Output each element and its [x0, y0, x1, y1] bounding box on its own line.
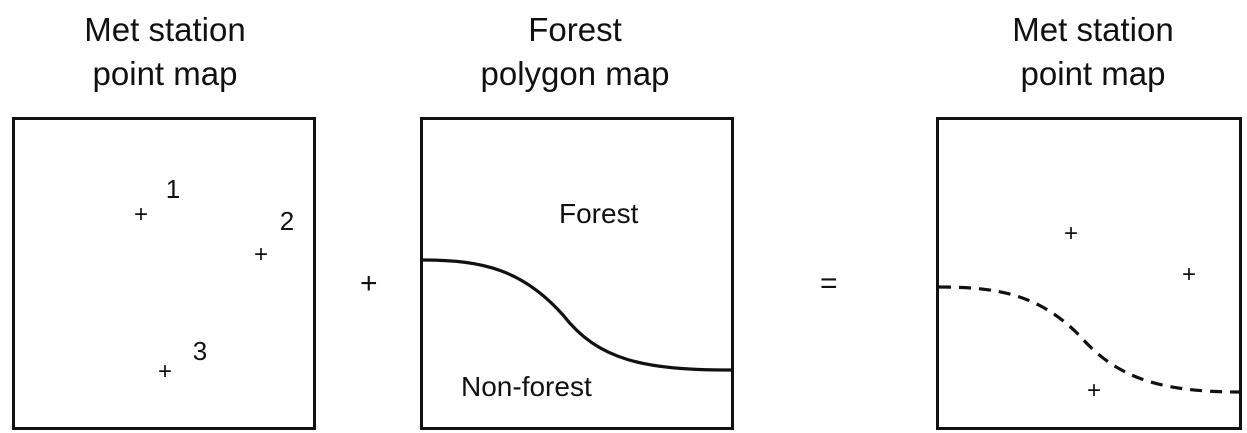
- panel-1-title-line2: point map: [92, 55, 238, 92]
- met-station-point-map: + 1 + 2 + 3: [134, 174, 294, 385]
- panel-2-title-line2: polygon map: [480, 55, 670, 92]
- panel-3-title-line2: point map: [1020, 55, 1166, 92]
- forest-polygon-map: Forest Non-forest: [422, 198, 732, 402]
- panel-3-title-line1: Met station: [1012, 11, 1174, 48]
- station-label-2: 2: [280, 206, 294, 236]
- result-station-marker-1: +: [1064, 220, 1078, 247]
- forest-boundary-dashed-line: [938, 285, 1240, 394]
- result-point-map-panel: + + +: [936, 117, 1242, 430]
- station-marker-2: +: [254, 241, 268, 268]
- equals-operator: =: [820, 267, 838, 300]
- non-forest-region-label: Non-forest: [461, 371, 592, 402]
- station-marker-3: +: [158, 358, 172, 385]
- forest-polygon-map-panel: Forest Non-forest: [420, 117, 734, 430]
- met-station-point-map-panel: + 1 + 2 + 3: [12, 117, 316, 430]
- panel-3-title: Met station point map: [958, 8, 1228, 96]
- result-station-marker-2: +: [1182, 261, 1196, 288]
- result-station-marker-3: +: [1087, 377, 1101, 404]
- panel-2-title-line1: Forest: [528, 11, 622, 48]
- station-label-1: 1: [166, 174, 180, 204]
- panel-1-title-line1: Met station: [84, 11, 246, 48]
- forest-boundary-line: [422, 258, 732, 372]
- plus-operator: +: [360, 267, 378, 300]
- panel-2-title: Forest polygon map: [440, 8, 710, 96]
- forest-region-label: Forest: [559, 198, 639, 229]
- station-label-3: 3: [193, 336, 207, 366]
- station-marker-1: +: [134, 201, 148, 228]
- panel-1-title: Met station point map: [30, 8, 300, 96]
- result-point-map: + + +: [938, 220, 1240, 404]
